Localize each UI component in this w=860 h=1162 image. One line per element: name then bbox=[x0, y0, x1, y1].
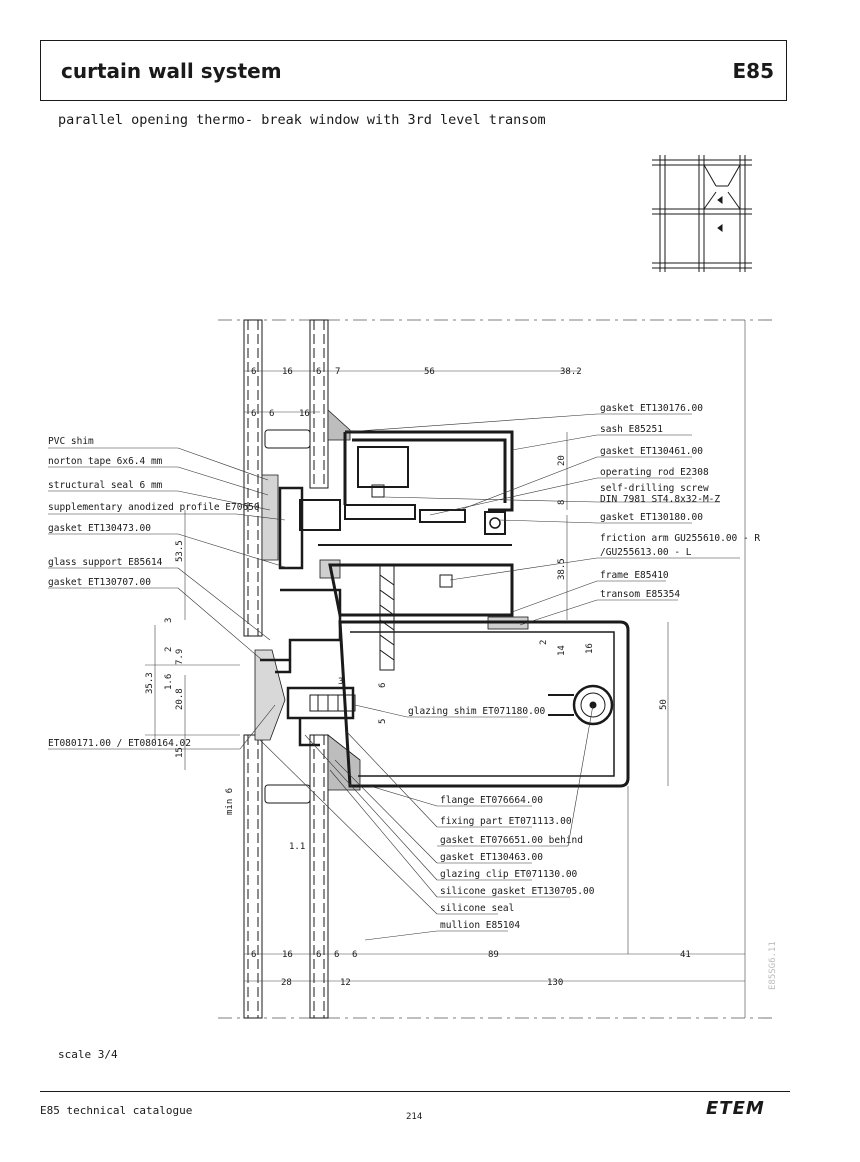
label-gasket-et130180: gasket ET130180.00 bbox=[600, 512, 703, 523]
elevation-thumbnail bbox=[652, 155, 752, 272]
dim-v-3: 3 bbox=[164, 618, 174, 623]
label-silicone-seal: silicone seal bbox=[440, 903, 514, 914]
dim-bot-41: 41 bbox=[680, 950, 691, 960]
transom-mullion bbox=[260, 588, 630, 788]
label-glass-support: glass support E85614 bbox=[48, 557, 163, 568]
dimensions-bottom: 6 16 6 6 6 89 41 28 12 130 bbox=[251, 950, 691, 988]
dimensions-inner: 3 6 5 1.1 bbox=[289, 677, 388, 852]
label-flange: flange ET076664.00 bbox=[440, 795, 543, 806]
brand-logo: ETEM bbox=[706, 1098, 765, 1119]
dim-inner-3: 3 bbox=[338, 677, 343, 687]
labels-bottom: flange ET076664.00 fixing part ET071113.… bbox=[440, 795, 595, 931]
leader-lines bbox=[48, 413, 740, 941]
system-code: E85 bbox=[732, 59, 775, 83]
dim-top-7: 7 bbox=[335, 367, 340, 377]
sash-profile bbox=[343, 430, 514, 523]
dim-bot-6a: 6 bbox=[251, 950, 256, 960]
labels-left: PVC shim norton tape 6x6.4 mm structural… bbox=[48, 436, 260, 749]
dim-v-50: 50 bbox=[659, 699, 669, 710]
dim-top2-16: 16 bbox=[299, 409, 310, 419]
label-gasket-et130461: gasket ET130461.00 bbox=[600, 446, 703, 457]
label-et080171: ET080171.00 / ET080164.02 bbox=[48, 738, 191, 749]
dim-v-1-6: 1.6 bbox=[164, 674, 174, 690]
label-frame: frame E85410 bbox=[600, 570, 669, 581]
dimensions-vertical-right: 20 8 38.5 2 14 16 50 bbox=[539, 455, 669, 710]
page-number: 214 bbox=[406, 1112, 423, 1122]
dim-top-16: 16 bbox=[282, 367, 293, 377]
label-supplementary-profile: supplementary anodized profile E70650 bbox=[48, 502, 260, 513]
dim-inner-1-1: 1.1 bbox=[289, 842, 305, 852]
dim-bot-6d: 6 bbox=[352, 950, 357, 960]
dim-top-56: 56 bbox=[424, 367, 435, 377]
dim-bot-89: 89 bbox=[488, 950, 499, 960]
dim-top2-6a: 6 bbox=[251, 409, 256, 419]
dim-v-min-6: min 6 bbox=[225, 788, 235, 815]
dim-bot-130: 130 bbox=[547, 978, 563, 988]
dim-v-2: 2 bbox=[539, 640, 549, 645]
dim-inner-6: 6 bbox=[378, 683, 388, 688]
label-gasket-et076651: gasket ET076651.00 behind bbox=[440, 835, 583, 846]
dimension-lines bbox=[145, 320, 746, 1018]
dim-bot-6c: 6 bbox=[334, 950, 339, 960]
dim-top-6b: 6 bbox=[316, 367, 321, 377]
dim-inner-5: 5 bbox=[378, 719, 388, 724]
label-operating-rod: operating rod E2308 bbox=[600, 467, 709, 478]
dim-v-38-5: 38.5 bbox=[557, 558, 567, 580]
label-norton-tape: norton tape 6x6.4 mm bbox=[48, 456, 163, 467]
label-fixing-part: fixing part ET071113.00 bbox=[440, 816, 572, 827]
dim-bot-6b: 6 bbox=[316, 950, 321, 960]
dim-v-35-3: 35.3 bbox=[145, 672, 155, 694]
dim-bot-16: 16 bbox=[282, 950, 293, 960]
label-structural-seal: structural seal 6 mm bbox=[48, 480, 163, 491]
label-gasket-et130473: gasket ET130473.00 bbox=[48, 523, 151, 534]
scale-note: scale 3/4 bbox=[58, 1048, 118, 1061]
dim-top2-6b: 6 bbox=[269, 409, 274, 419]
footer-divider bbox=[40, 1091, 790, 1092]
dim-top-38-2: 38.2 bbox=[560, 367, 582, 377]
header-box: curtain wall system E85 bbox=[40, 40, 787, 101]
dim-v-14: 14 bbox=[557, 645, 567, 656]
dimensions-top: 6 16 6 7 56 38.2 6 6 16 bbox=[251, 367, 582, 419]
label-friction-arm-l: /GU255613.00 - L bbox=[600, 547, 692, 558]
labels-right: gasket ET130176.00 sash E85251 gasket ET… bbox=[600, 403, 760, 600]
label-gasket-et130707: gasket ET130707.00 bbox=[48, 577, 151, 588]
label-friction-arm: friction arm GU255610.00 - R bbox=[600, 533, 760, 544]
dimensions-vertical-left: 53.5 3 2 7.9 1.6 35.3 20.8 15 min 6 bbox=[145, 540, 235, 815]
label-din-7981: DIN 7981 ST4.8x32-M-Z bbox=[600, 494, 720, 505]
dim-v-8: 8 bbox=[557, 500, 567, 505]
drawing-subtitle: parallel opening thermo- break window wi… bbox=[58, 112, 546, 128]
footer-catalogue: E85 technical catalogue bbox=[40, 1104, 193, 1117]
label-sash: sash E85251 bbox=[600, 424, 663, 435]
dim-top-6a: 6 bbox=[251, 367, 256, 377]
dim-v-20-8: 20.8 bbox=[175, 688, 185, 710]
label-mullion: mullion E85104 bbox=[440, 920, 520, 931]
label-pvc-shim: PVC shim bbox=[48, 436, 94, 447]
dim-v-15: 15 bbox=[175, 747, 185, 758]
dim-bot-12: 12 bbox=[340, 978, 351, 988]
outer-glass-lower bbox=[243, 734, 263, 1019]
dim-v-53-5: 53.5 bbox=[175, 540, 185, 562]
label-glazing-shim: glazing shim ET071180.00 bbox=[408, 706, 546, 717]
label-transom: transom E85354 bbox=[600, 589, 680, 600]
dim-bot-28: 28 bbox=[281, 978, 292, 988]
dim-v-2b: 2 bbox=[164, 647, 174, 652]
dim-v-7-9: 7.9 bbox=[175, 649, 185, 665]
label-self-drilling-screw: self-drilling screw bbox=[600, 483, 709, 494]
dim-v-20: 20 bbox=[557, 455, 567, 466]
page-title: curtain wall system bbox=[61, 59, 282, 83]
operating-rod-screw bbox=[309, 484, 453, 712]
drawing-code: E85SG6.11 bbox=[768, 941, 778, 990]
inner-glass-upper bbox=[309, 319, 329, 489]
frame-profile bbox=[278, 486, 514, 617]
dim-v-16: 16 bbox=[585, 643, 595, 654]
inner-glass-lower bbox=[309, 734, 329, 1019]
sealant-regions bbox=[254, 409, 529, 791]
label-glazing-clip: glazing clip ET071130.00 bbox=[440, 869, 578, 880]
label-gasket-et130176: gasket ET130176.00 bbox=[600, 403, 703, 414]
mullion-boss bbox=[548, 684, 614, 726]
label-silicone-gasket: silicone gasket ET130705.00 bbox=[440, 886, 595, 897]
label-gasket-et130463: gasket ET130463.00 bbox=[440, 852, 543, 863]
